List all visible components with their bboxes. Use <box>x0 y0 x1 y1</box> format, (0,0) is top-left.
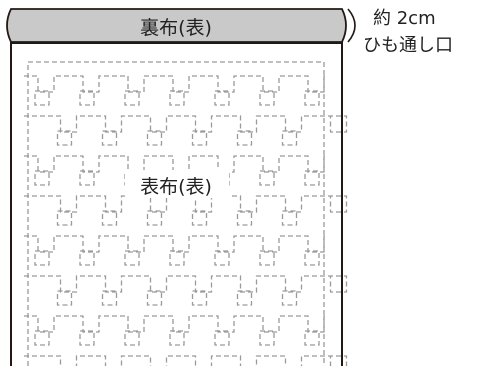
stitch-square <box>259 90 275 106</box>
stitch-square <box>79 330 95 346</box>
stitch-line <box>24 355 348 366</box>
stitch-square <box>191 210 208 226</box>
stitch-square <box>56 290 73 306</box>
sashiko-stitch-pattern <box>24 61 348 366</box>
stitch-square <box>146 210 163 226</box>
stitch-square <box>214 330 230 346</box>
stitch-line <box>24 115 348 133</box>
stitch-square <box>259 330 275 346</box>
outer-fabric-panel <box>10 42 343 366</box>
stitch-line <box>24 275 348 293</box>
lining-fabric-band <box>6 8 347 43</box>
stitch-square <box>169 330 185 346</box>
stitch-square <box>169 250 185 266</box>
stitch-square <box>281 210 298 226</box>
stitch-square <box>56 210 73 226</box>
stitch-square <box>124 330 140 346</box>
opening-name-text: ひも通し口 <box>363 35 453 56</box>
stitch-square <box>304 330 320 346</box>
stitch-square <box>101 210 118 226</box>
stitch-square <box>101 130 118 146</box>
stitch-line <box>24 75 328 93</box>
stitch-square <box>191 290 208 306</box>
stitch-square <box>236 130 253 146</box>
stitch-square <box>304 170 320 186</box>
stitch-square <box>146 290 163 306</box>
outer-fabric-label: 表布(表) <box>140 176 212 198</box>
stitch-square <box>191 130 208 146</box>
outer-label-backdrop <box>125 170 229 198</box>
stitch-square <box>214 90 230 106</box>
stitch-square <box>56 130 73 146</box>
stitch-square <box>304 250 320 266</box>
stitch-square <box>34 250 50 266</box>
stitch-square <box>79 90 95 106</box>
stitch-square <box>34 330 50 346</box>
stitch-line <box>24 235 328 253</box>
stitch-square <box>34 90 50 106</box>
stitch-square <box>101 290 118 306</box>
stitch-square <box>124 90 140 106</box>
lining-fabric-label: 裏布(表) <box>140 17 212 39</box>
opening-size-text: 約 2cm <box>373 8 436 29</box>
stitch-square <box>236 210 253 226</box>
stitch-square <box>169 90 185 106</box>
opening-brace <box>347 8 356 43</box>
stitch-square <box>281 130 298 146</box>
stitch-square <box>281 290 298 306</box>
stitch-square <box>214 250 230 266</box>
stitch-square <box>79 170 95 186</box>
stitch-square <box>236 290 253 306</box>
stitch-square <box>304 90 320 106</box>
stitch-border <box>27 61 325 366</box>
stitch-square <box>146 130 163 146</box>
stitch-square <box>259 170 275 186</box>
stitch-square <box>259 250 275 266</box>
stitch-square <box>34 170 50 186</box>
stitch-line <box>24 315 328 333</box>
stitch-line <box>24 195 348 213</box>
stitch-square <box>79 250 95 266</box>
stitch-square <box>124 250 140 266</box>
